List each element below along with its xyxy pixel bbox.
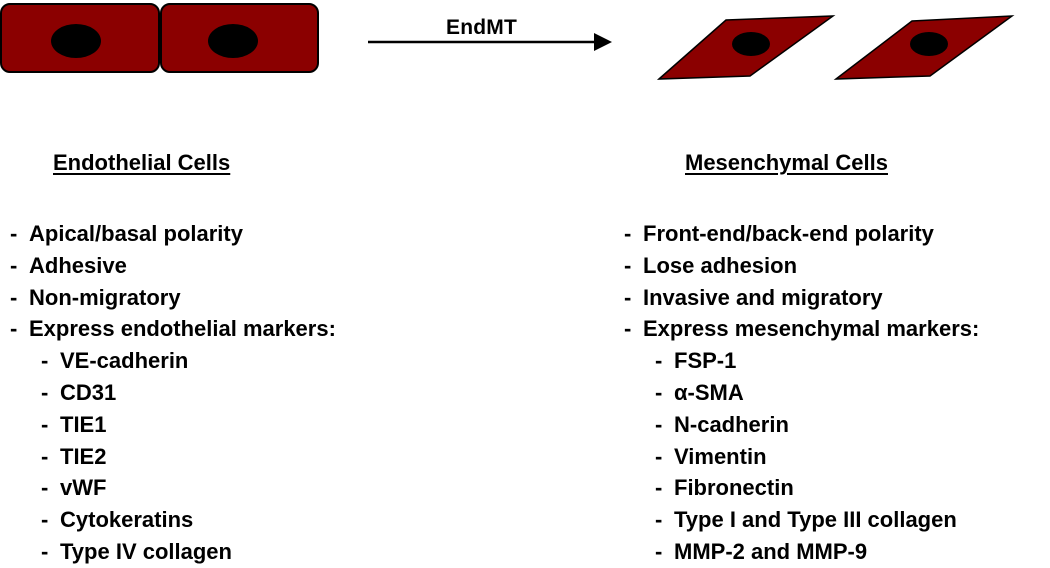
list-item: -Adhesive [10,252,127,278]
marker-item: -Fibronectin [655,475,794,501]
marker-item: -α-SMA [655,379,744,405]
arrow-right-icon [368,33,612,51]
marker-item: -VE-cadherin [41,348,189,374]
mesenchymal-cell-left-icon [656,15,836,80]
endmt-label: EndMT [446,16,517,39]
endothelial-cell-right-icon [160,3,319,73]
mesenchymal-heading: Mesenchymal Cells [685,150,888,175]
list-item: -Non-migratory [10,284,181,310]
cell-illustration [0,3,1015,80]
marker-item: -CD31 [41,379,117,405]
marker-item: -MMP-2 and MMP-9 [655,538,868,564]
endothelial-cell-left-icon [0,3,160,73]
mesenchymal-cell-right-icon [833,15,1015,80]
marker-item: -Cytokeratins [41,507,194,533]
marker-item: -TIE2 [41,443,107,469]
list-item: -Lose adhesion [624,252,798,278]
list-item: -Express endothelial markers: [10,316,336,342]
marker-item: -Type IV collagen [41,538,232,564]
marker-item: -vWF [41,475,107,501]
endothelial-list: -Apical/basal polarity -Adhesive -Non-mi… [10,218,460,568]
marker-item: -N-cadherin [655,411,789,437]
list-item: -Apical/basal polarity [10,221,243,246]
marker-item: -Type I and Type III collagen [655,507,957,533]
endothelial-heading: Endothelial Cells [53,150,231,175]
mesenchymal-column: Mesenchymal Cells -Front-end/back-end po… [624,150,1044,568]
marker-item: -Vimentin [655,443,767,469]
endothelial-column: Endothelial Cells -Apical/basal polarity… [10,150,460,568]
list-item: -Invasive and migratory [624,284,883,310]
list-item: -Front-end/back-end polarity [624,221,934,246]
marker-item: -FSP-1 [655,348,737,374]
list-item: -Express mesenchymal markers: [624,316,980,342]
mesenchymal-list: -Front-end/back-end polarity -Lose adhes… [624,218,1044,568]
marker-item: -TIE1 [41,411,107,437]
